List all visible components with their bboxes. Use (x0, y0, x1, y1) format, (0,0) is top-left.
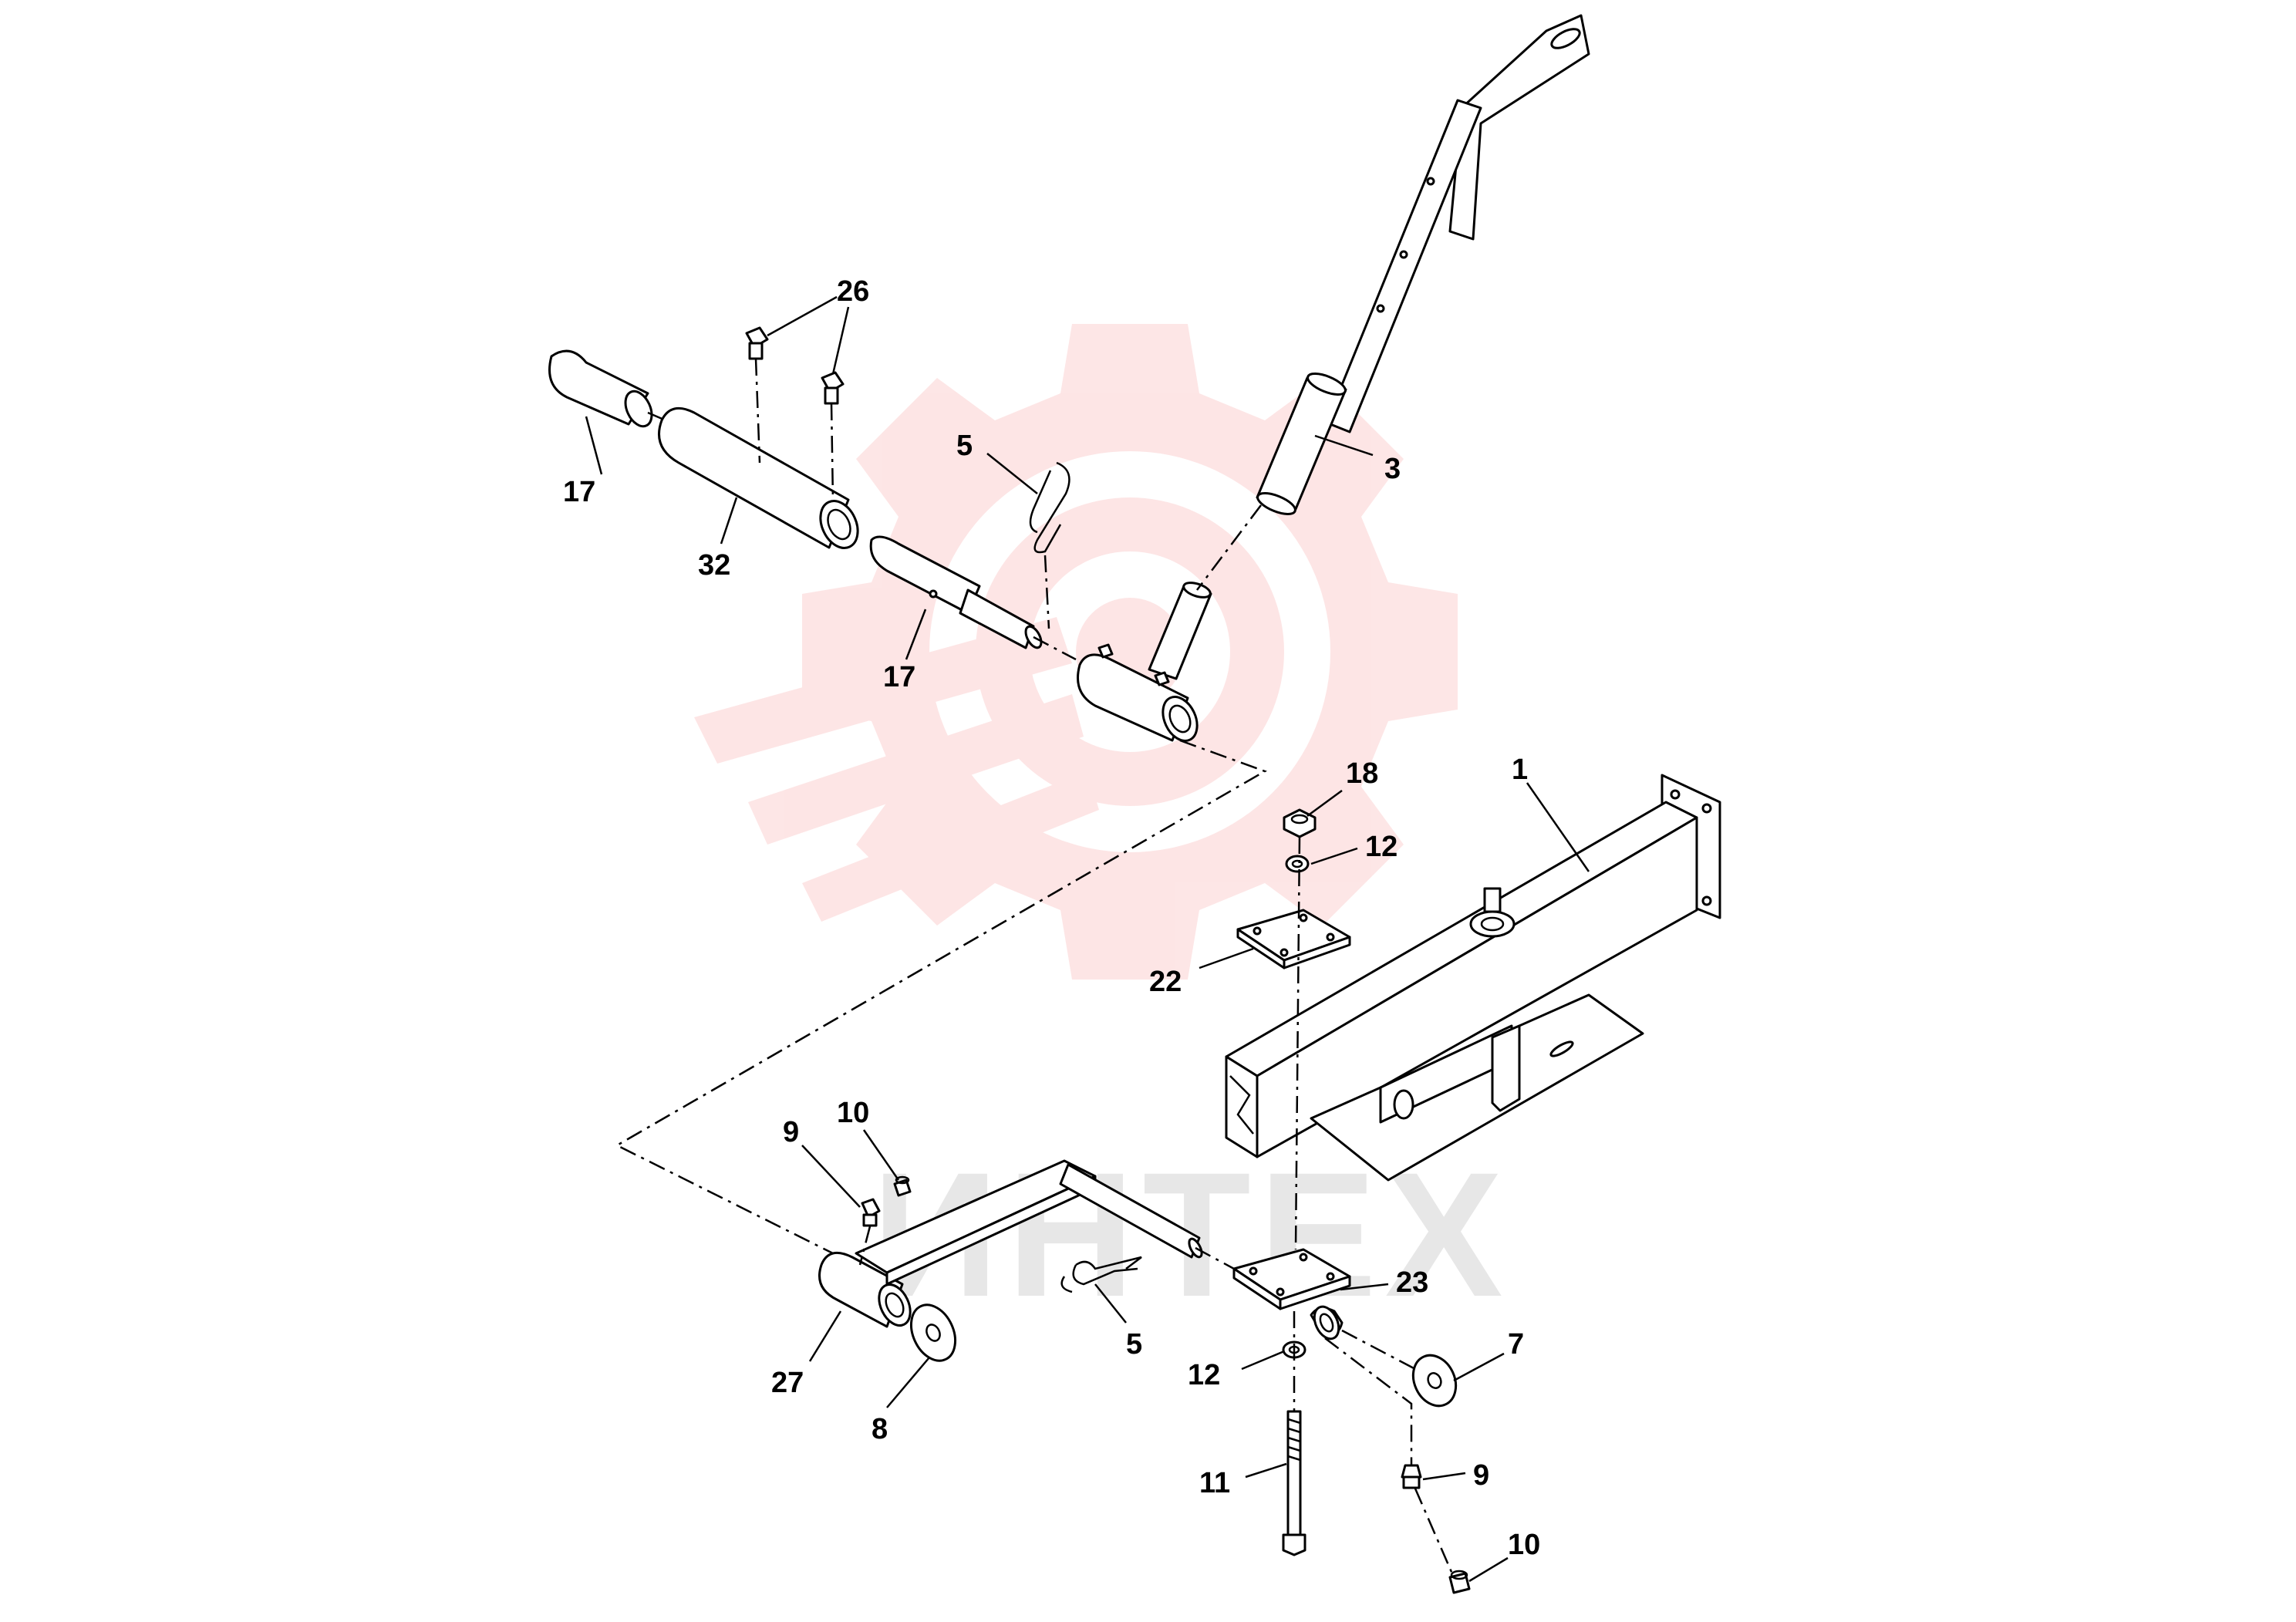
part-sleeve-right (1310, 1305, 1344, 1340)
callout-23: 23 (1396, 1266, 1428, 1299)
part-washer-12-top (1285, 855, 1310, 873)
callout-10-left: 10 (837, 1097, 869, 1129)
part-handle-lever (1256, 14, 1590, 515)
callout-27: 27 (771, 1367, 804, 1399)
axis-line-bolt-11 (1294, 836, 1301, 1250)
callout-7: 7 (1508, 1328, 1524, 1361)
callout-12-top: 12 (1365, 831, 1397, 863)
part-cap-10-right (1448, 1570, 1471, 1594)
axis-line-arm-shaft (1195, 1246, 1235, 1270)
axis-line-cap-right (1414, 1488, 1455, 1578)
part-grease-fitting-9-right (1401, 1464, 1422, 1489)
callout-labels: 26 17 32 5 17 3 18 12 1 22 10 9 23 7 5 2… (563, 275, 1540, 1561)
callout-3: 3 (1384, 453, 1401, 485)
part-washer-7 (1411, 1354, 1458, 1408)
part-arm-27 (818, 1159, 1203, 1328)
axis-line-17-middle (1033, 636, 1077, 661)
callout-1: 1 (1512, 754, 1528, 786)
callout-18: 18 (1346, 757, 1378, 790)
leader-lines (585, 295, 1590, 1583)
part-hairpin-5-bottom (1060, 1256, 1142, 1293)
callout-10-right: 10 (1508, 1529, 1540, 1561)
part-hairpin-5-top (1029, 461, 1070, 554)
part-cap-10-left (893, 1175, 912, 1197)
callout-11: 11 (1199, 1467, 1230, 1499)
callout-17-middle: 17 (883, 661, 915, 693)
part-handle-boss (1077, 643, 1199, 742)
axis-line-connector (615, 739, 1267, 1255)
axis-line-hairpin-top (1043, 555, 1050, 629)
axis-line-handle (1196, 504, 1262, 591)
callout-8: 8 (872, 1413, 888, 1445)
part-washer-8 (909, 1303, 957, 1362)
callout-32: 32 (698, 549, 730, 582)
callout-12-bottom: 12 (1188, 1359, 1220, 1391)
callout-17-top: 17 (563, 476, 595, 508)
callout-9-right: 9 (1473, 1459, 1489, 1492)
part-tube-32 (658, 406, 859, 549)
callout-22: 22 (1149, 966, 1182, 998)
axis-line-fitting-right (1324, 1337, 1413, 1465)
part-plate-23 (1232, 1248, 1351, 1310)
part-bolts-26 (745, 326, 845, 405)
callout-9-left: 9 (783, 1116, 799, 1148)
axis-line-bolt-26b (830, 403, 834, 502)
part-handle-lower-tube (1148, 582, 1212, 680)
callout-26: 26 (837, 275, 869, 308)
part-bolt-11 (1282, 1410, 1306, 1556)
axis-line-fitting-left (858, 1226, 872, 1266)
axis-line-washer-7 (1341, 1329, 1416, 1371)
callout-5-bottom: 5 (1126, 1328, 1142, 1361)
callout-5-top: 5 (956, 430, 973, 462)
part-plate-22 (1236, 909, 1351, 969)
part-nut-18 (1283, 808, 1317, 838)
part-grease-fitting-9-left (861, 1198, 881, 1227)
part-frame-1 (1225, 774, 1721, 1182)
part-pin-17-top (548, 349, 653, 428)
axis-line-17-top (647, 411, 672, 424)
